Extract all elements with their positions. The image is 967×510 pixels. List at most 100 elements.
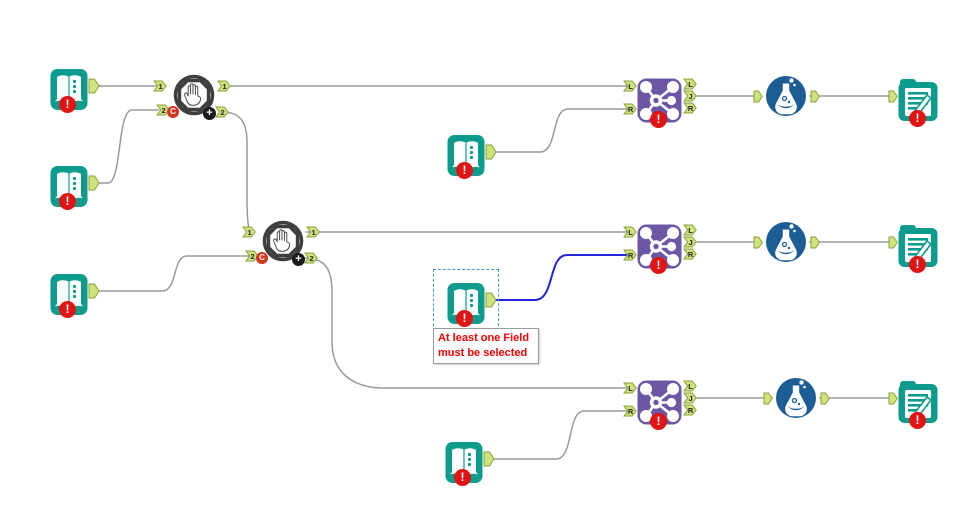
- flask-icon: [765, 75, 807, 117]
- input-anchor-left[interactable]: L: [623, 80, 637, 92]
- output-anchor-left[interactable]: L: [683, 380, 697, 392]
- input-anchor-right[interactable]: R: [623, 249, 637, 261]
- error-icon: !: [454, 469, 471, 486]
- svg-text:R: R: [688, 250, 694, 259]
- error-icon: !: [650, 257, 667, 274]
- input-anchor-2[interactable]: 2: [245, 250, 259, 262]
- svg-text:R: R: [688, 406, 694, 415]
- output-anchor-2[interactable]: 2: [215, 106, 229, 118]
- svg-text:L: L: [628, 384, 633, 393]
- error-icon: !: [59, 96, 76, 113]
- output-anchor-left[interactable]: L: [683, 78, 697, 90]
- output-anchor-join[interactable]: J: [683, 392, 697, 404]
- input-data-tool-5-selected[interactable]: !: [447, 280, 509, 330]
- error-icon: !: [650, 413, 667, 430]
- output-anchor-right[interactable]: R: [683, 102, 697, 114]
- test-tool-1[interactable]: [753, 75, 823, 119]
- error-icon: !: [456, 162, 473, 179]
- output-anchor-1[interactable]: 1: [306, 226, 320, 238]
- input-anchor-2[interactable]: 2: [156, 104, 170, 116]
- input-anchor-left[interactable]: L: [623, 226, 637, 238]
- svg-text:1: 1: [312, 228, 316, 237]
- input-anchor[interactable]: [888, 90, 898, 103]
- connection-input4-join1[interactable]: [489, 108, 629, 153]
- output-anchor-1[interactable]: 1: [217, 80, 231, 92]
- error-icon: !: [59, 301, 76, 318]
- svg-text:L: L: [628, 82, 633, 91]
- svg-text:1: 1: [223, 82, 227, 91]
- error-icon: !: [909, 256, 926, 273]
- flask-icon: [775, 377, 817, 419]
- output-anchor[interactable]: [88, 78, 100, 94]
- output-anchor[interactable]: [88, 175, 100, 191]
- output-anchor-join[interactable]: J: [683, 90, 697, 102]
- input-anchor-1[interactable]: 1: [242, 226, 256, 238]
- test-tool-2[interactable]: [753, 221, 823, 265]
- error-icon: !: [59, 193, 76, 210]
- svg-text:L: L: [688, 382, 693, 391]
- input-anchor-right[interactable]: R: [623, 103, 637, 115]
- container-badge-icon: C: [167, 106, 179, 118]
- input-anchor[interactable]: [753, 90, 763, 103]
- svg-text:L: L: [628, 228, 633, 237]
- output-anchor-join[interactable]: J: [683, 236, 697, 248]
- input-data-tool-2[interactable]: !: [50, 163, 112, 213]
- svg-text:R: R: [628, 407, 634, 416]
- output-anchor-right[interactable]: R: [683, 248, 697, 260]
- plus-badge-icon: +: [292, 253, 305, 266]
- output-anchor[interactable]: [88, 283, 100, 299]
- output-anchor[interactable]: [485, 292, 497, 308]
- output-anchor-left[interactable]: L: [683, 224, 697, 236]
- flask-icon: [765, 221, 807, 263]
- svg-text:J: J: [689, 238, 693, 247]
- output-anchor[interactable]: [810, 90, 820, 103]
- input-anchor[interactable]: [888, 392, 898, 405]
- test-tool-3[interactable]: [763, 377, 833, 421]
- container-badge-icon: C: [256, 252, 268, 264]
- svg-text:2: 2: [251, 252, 255, 261]
- input-data-tool-6[interactable]: !: [445, 439, 507, 489]
- input-anchor[interactable]: [753, 236, 763, 249]
- input-data-tool-1[interactable]: !: [50, 66, 112, 116]
- error-icon: !: [909, 412, 926, 429]
- error-tooltip-line1: At least one Field: [438, 332, 530, 344]
- connection-block1-block2[interactable]: [221, 111, 251, 233]
- output-anchor[interactable]: [810, 236, 820, 249]
- input-data-tool-3[interactable]: !: [50, 271, 112, 321]
- svg-text:2: 2: [221, 108, 225, 117]
- block-until-done-tool-2[interactable]: 1 2 C + 1 2: [242, 218, 320, 266]
- connection-block2-join3[interactable]: [303, 257, 629, 389]
- input-anchor[interactable]: [763, 392, 773, 405]
- input-anchor-right[interactable]: R: [623, 405, 637, 417]
- output-anchor[interactable]: [483, 451, 495, 467]
- output-data-tool-1[interactable]: !: [888, 78, 940, 128]
- connection-input3-block2[interactable]: [93, 255, 251, 292]
- svg-text:1: 1: [248, 228, 252, 237]
- error-tooltip-line2: must be selected: [438, 347, 528, 359]
- svg-text:1: 1: [159, 82, 163, 91]
- connection-input5-join2-selected[interactable]: [489, 254, 629, 301]
- output-data-tool-3[interactable]: !: [888, 380, 940, 430]
- input-data-tool-4[interactable]: !: [447, 132, 509, 182]
- block-until-done-tool-1[interactable]: 1 2 C + 1 2: [153, 72, 231, 120]
- output-data-tool-2[interactable]: !: [888, 224, 940, 274]
- svg-text:J: J: [689, 394, 693, 403]
- output-anchor[interactable]: [485, 144, 497, 160]
- input-anchor-1[interactable]: 1: [153, 80, 167, 92]
- connection-input6-join3[interactable]: [485, 410, 629, 460]
- svg-text:L: L: [688, 80, 693, 89]
- connection-input2-block1[interactable]: [93, 109, 159, 184]
- svg-text:R: R: [628, 251, 634, 260]
- join-tool-1[interactable]: L R L J R !: [623, 77, 699, 128]
- input-anchor-left[interactable]: L: [623, 382, 637, 394]
- error-icon: !: [456, 310, 473, 327]
- join-tool-2[interactable]: L R L J R !: [623, 223, 699, 274]
- output-anchor-right[interactable]: R: [683, 404, 697, 416]
- input-anchor[interactable]: [888, 236, 898, 249]
- join-tool-3[interactable]: L R L J R !: [623, 379, 699, 430]
- svg-text:J: J: [689, 92, 693, 101]
- output-anchor-2[interactable]: 2: [304, 252, 318, 264]
- output-anchor[interactable]: [820, 392, 830, 405]
